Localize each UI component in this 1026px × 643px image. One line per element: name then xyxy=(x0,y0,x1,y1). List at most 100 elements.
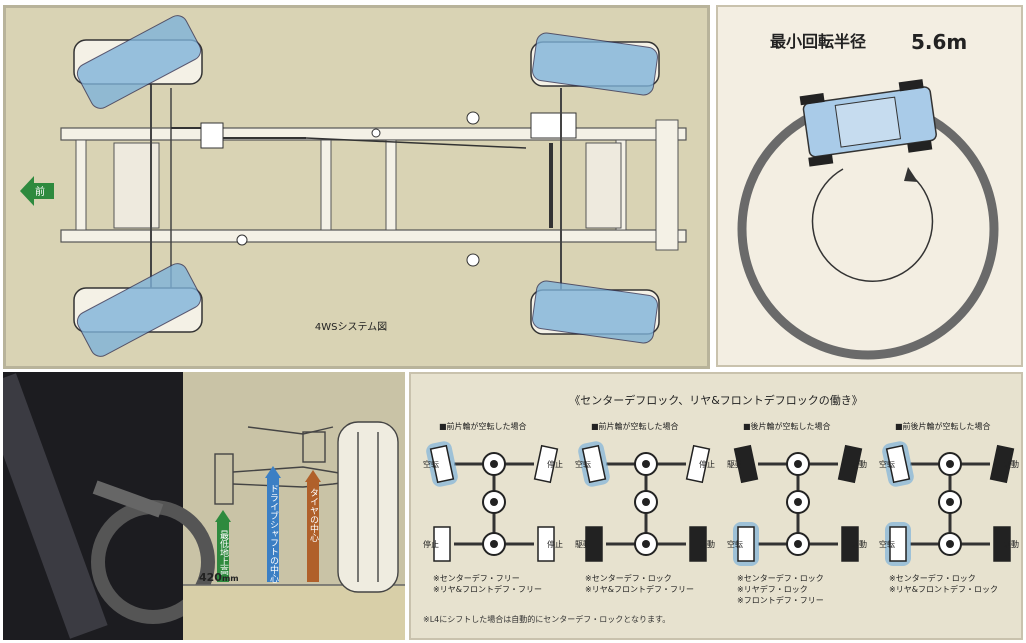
ground-clearance-diagram: 最低地上高 ドライブシャフトの中心 タイヤの中心 420mm xyxy=(3,372,405,640)
differential-gear xyxy=(794,460,802,468)
turning-title: 最小回転半径 xyxy=(770,32,866,51)
turning-radius-diagram: 最小回転半径 5.6m xyxy=(737,30,999,360)
difflock-case: ■後片輪が空転した場合駆動駆動空転駆動※センターデフ・ロック※リヤデフ・ロック※… xyxy=(727,421,867,605)
wheel xyxy=(907,140,933,153)
bolt xyxy=(371,128,381,138)
ground xyxy=(183,585,405,640)
differential-gear xyxy=(946,498,954,506)
cross-member xyxy=(320,139,332,231)
difflock-footnote: ※L4にシフトした場合は自動的にセンターデフ・ロックとなります。 xyxy=(423,614,670,624)
wheel xyxy=(689,526,707,562)
wheel xyxy=(989,444,1015,484)
differential-gear xyxy=(490,540,498,548)
photo-arm xyxy=(92,480,164,518)
front-direction-arrow: 前 xyxy=(20,176,54,206)
frame-rail-lower xyxy=(60,229,687,243)
front-left-tire xyxy=(73,15,203,109)
rear-left-tire xyxy=(530,32,660,96)
wheel-state-label: 空転 xyxy=(727,539,743,549)
bolt xyxy=(466,111,480,125)
chassis-caption: 4WSシステム図 xyxy=(315,321,387,333)
wheel xyxy=(837,444,863,484)
wheel xyxy=(885,444,911,484)
differential-gear xyxy=(642,498,650,506)
case-note: ※フロントデフ・フリー xyxy=(737,595,824,605)
wheel xyxy=(685,444,711,484)
wheel xyxy=(889,526,907,562)
case-note: ※リヤ&フロントデフ・ロック xyxy=(889,584,998,594)
front-right-tire xyxy=(73,263,203,357)
steering-gearbox xyxy=(200,122,224,149)
differential-gear xyxy=(642,540,650,548)
differential-gear xyxy=(794,498,802,506)
rear-steering-actuator xyxy=(530,112,577,139)
wheel xyxy=(533,444,559,484)
difflock-panel: 《センターデフロック、リヤ&フロントデフロックの働き》 ■前片輪が空転した場合空… xyxy=(409,372,1023,640)
wheel xyxy=(581,444,607,484)
wheel-state-label: 停止 xyxy=(423,539,439,549)
difflock-case: ■前片輪が空転した場合空転停止駆動駆動※センターデフ・ロック※リヤ&フロントデフ… xyxy=(575,421,715,594)
case-note: ※センターデフ・ロック xyxy=(889,573,976,583)
differential-gear xyxy=(946,460,954,468)
differential-gear xyxy=(490,460,498,468)
difflock-title: 《センターデフロック、リヤ&フロントデフロックの働き》 xyxy=(569,393,863,407)
wheel-state-label: 空転 xyxy=(879,539,895,549)
wheel xyxy=(733,444,759,484)
case-header: ■前片輪が空転した場合 xyxy=(439,421,527,431)
cross-member xyxy=(75,139,87,231)
case-note: ※センターデフ・ロック xyxy=(737,573,824,583)
wheel xyxy=(898,79,924,92)
turning-radius-panel: 最小回転半径 5.6m xyxy=(716,5,1023,367)
wheel-state-label: 駆動 xyxy=(1003,540,1019,549)
rear-bumper xyxy=(655,119,679,251)
case-note: ※センターデフ・ロック xyxy=(585,573,672,583)
ground-clearance-label: 最低地上高 xyxy=(218,530,229,576)
ground-clearance-arrow xyxy=(215,510,231,582)
wheel-state-label: 駆動 xyxy=(851,540,867,549)
clearance-value: 420mm xyxy=(199,571,239,584)
turning-value: 5.6m xyxy=(911,30,967,54)
difflock-diagram: 《センターデフロック、リヤ&フロントデフロックの働き》 ■前片輪が空転した場合空… xyxy=(423,393,1019,624)
wheel-state-label: 空転 xyxy=(423,459,439,469)
case-note: ※リヤ&フロントデフ・フリー xyxy=(433,584,542,594)
chassis-diagram: 前 4WSシステム図 xyxy=(20,15,687,357)
case-header: ■前片輪が空転した場合 xyxy=(591,421,679,431)
driveshaft-label: ドライブシャフトの中心 xyxy=(268,484,279,583)
wheel xyxy=(808,154,834,167)
wheel-state-label: 駆動 xyxy=(851,460,867,469)
wheel xyxy=(993,526,1011,562)
case-note: ※リヤデフ・ロック xyxy=(737,584,808,594)
difflock-cases: ■前片輪が空転した場合空転停止停止停止※センターデフ・フリー※リヤ&フロントデフ… xyxy=(423,421,1019,605)
driveshaft-arrow xyxy=(265,466,281,582)
rotation-arc xyxy=(811,168,934,282)
chassis-diagram-panel: 前 4WSシステム図 xyxy=(3,5,710,369)
wheel-state-label: 停止 xyxy=(547,539,563,549)
wheel-state-label: 空転 xyxy=(879,459,895,469)
axle-sketch xyxy=(214,421,399,593)
rear-differential xyxy=(585,142,622,229)
wheel-state-label: 駆動 xyxy=(727,460,743,469)
case-note: ※リヤ&フロントデフ・フリー xyxy=(585,584,694,594)
wheel-state-label: 停止 xyxy=(547,459,563,469)
cross-member xyxy=(385,139,397,231)
vehicle-top-view xyxy=(799,79,937,167)
4ws-link-rod xyxy=(305,137,527,149)
wheel xyxy=(429,444,455,484)
rotation-arrowhead xyxy=(904,167,918,182)
rear-right-tire xyxy=(530,280,660,344)
wheel xyxy=(433,526,451,562)
tire-center-arrow xyxy=(305,470,321,582)
wheel-state-label: 停止 xyxy=(699,459,715,469)
differential-gear xyxy=(642,460,650,468)
ground-clearance-panel: 最低地上高 ドライブシャフトの中心 タイヤの中心 420mm xyxy=(3,372,405,640)
wheel xyxy=(737,526,755,562)
front-arrow-label: 前 xyxy=(35,185,45,198)
wheel-state-label: 駆動 xyxy=(1003,460,1019,469)
case-header: ■後片輪が空転した場合 xyxy=(743,421,831,431)
differential-gear xyxy=(794,540,802,548)
photo-frame-member xyxy=(3,373,108,639)
tire-center-label: タイヤの中心 xyxy=(308,488,319,542)
differential-gear xyxy=(490,498,498,506)
wheel xyxy=(585,526,603,562)
wheel xyxy=(799,93,825,106)
